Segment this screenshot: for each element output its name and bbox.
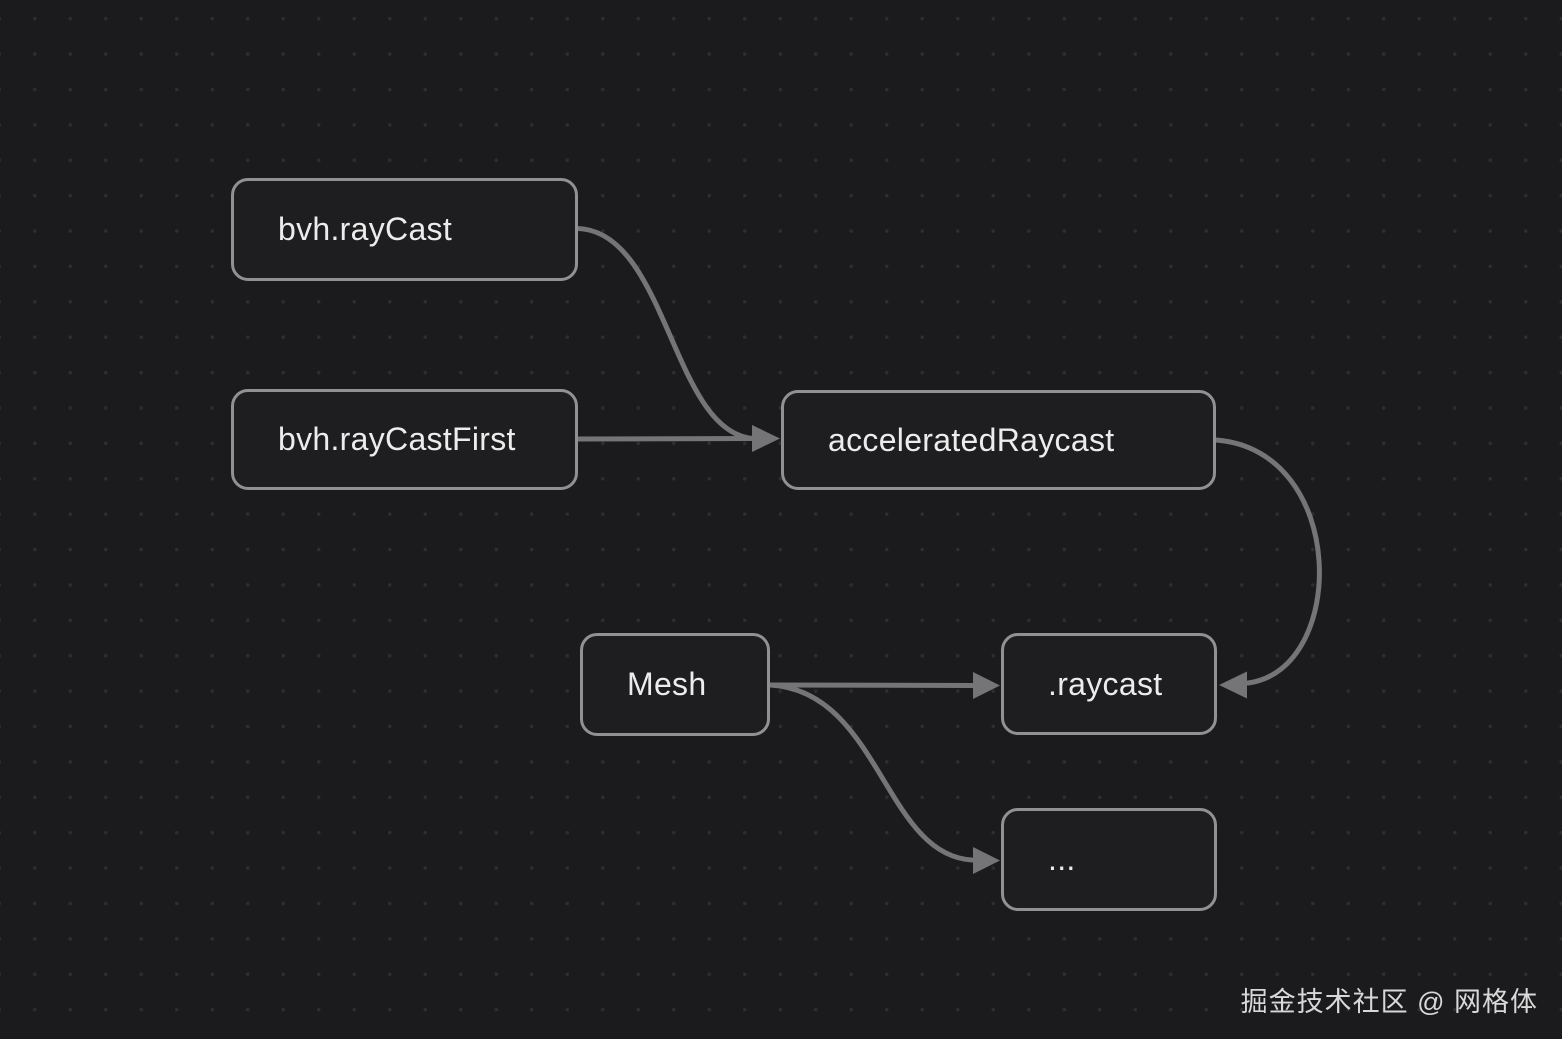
edge-acceleratedraycast-to-raycast	[1213, 437, 1322, 686]
node-raycast-method-label: .raycast	[1048, 665, 1163, 702]
node-mesh: Mesh	[580, 633, 770, 736]
node-more-label: ...	[1048, 841, 1076, 877]
node-raycast-method: .raycast	[1001, 633, 1217, 735]
node-mesh-label: Mesh	[627, 666, 707, 702]
node-bvh-raycast-first: bvh.rayCastFirst	[231, 389, 578, 490]
node-more: ...	[1001, 808, 1217, 911]
edge-bvhraycastfirst-to-acceleratedraycast	[575, 436, 757, 442]
arrowhead-into-raycast-left	[973, 672, 1000, 699]
edge-bvhraycast-to-acceleratedraycast	[575, 226, 757, 441]
edge-mesh-to-raycast	[767, 682, 977, 688]
node-accelerated-raycast: acceleratedRaycast	[781, 390, 1216, 490]
node-bvh-raycast-label: bvh.rayCast	[278, 211, 453, 247]
node-bvh-raycast: bvh.rayCast	[231, 178, 578, 281]
arrowhead-into-more	[973, 847, 1000, 874]
watermark-text: 掘金技术社区 @ 网格体	[1240, 987, 1538, 1017]
arrowhead-into-acceleratedraycast	[752, 425, 780, 452]
node-bvh-raycast-first-label: bvh.rayCastFirst	[278, 421, 516, 457]
node-accelerated-raycast-label: acceleratedRaycast	[828, 421, 1115, 458]
arrowhead-into-raycast-right	[1219, 671, 1247, 699]
edge-mesh-to-more	[767, 682, 975, 863]
